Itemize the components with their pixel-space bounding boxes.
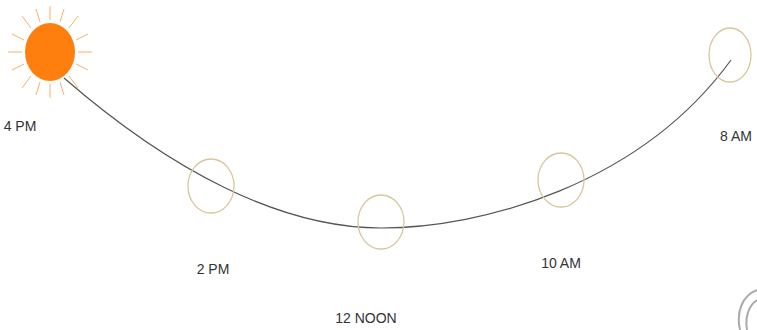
- time-label: 8 AM: [720, 128, 752, 145]
- time-label: 12 NOON: [335, 310, 396, 327]
- time-label: 10 AM: [541, 255, 581, 272]
- observer-figure: [739, 290, 757, 330]
- sun-rays: [8, 6, 92, 98]
- time-label: 2 PM: [197, 261, 230, 278]
- sun-position-circles: [188, 28, 751, 249]
- sun: [25, 23, 75, 81]
- time-label: 4 PM: [4, 118, 37, 135]
